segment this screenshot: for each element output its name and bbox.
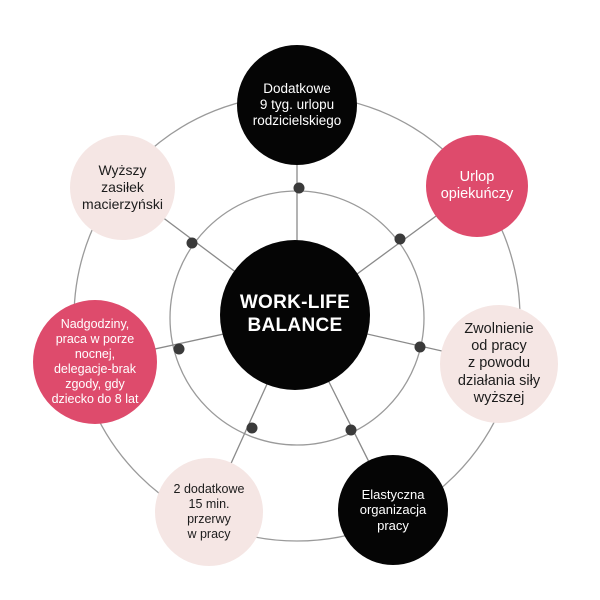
node-label: 2 dodatkowe 15 min. przerwy w pracy [173, 482, 245, 541]
node-overtime-consent: Nadgodziny, praca w porze nocnej, delega… [33, 300, 157, 424]
connector-dot-right [414, 341, 426, 353]
node-extra-breaks: 2 dodatkowe 15 min. przerwy w pracy [155, 458, 263, 566]
connector-dot-top [293, 182, 305, 194]
connector-dot-downr [345, 424, 357, 436]
center-node: WORK-LIFE BALANCE [220, 240, 370, 390]
node-label: Elastyczna organizacja pracy [359, 486, 427, 533]
node-flexible-work: Elastyczna organizacja pracy [338, 455, 448, 565]
center-title: WORK-LIFE BALANCE [239, 292, 351, 336]
node-carer-leave: Urlop opiekuńczy [426, 135, 528, 237]
connector-dot-downl [246, 422, 258, 434]
node-maternity-allowance: Wyższy zasiłek macierzyński [70, 135, 175, 240]
node-label: Urlop opiekuńczy [440, 168, 514, 202]
node-label: Wyższy zasiłek macierzyński [82, 162, 163, 212]
node-label: Zwolnienie od pracy z powodu działania s… [457, 320, 541, 407]
node-label: Nadgodziny, praca w porze nocnej, delega… [51, 317, 139, 406]
node-parental-leave: Dodatkowe 9 tyg. urlopu rodzicielskiego [237, 45, 357, 165]
connector-dot-left [173, 343, 185, 355]
connector-dot-upleft [186, 237, 198, 249]
node-label: Dodatkowe 9 tyg. urlopu rodzicielskiego [252, 80, 342, 129]
connector-dot-upright [394, 233, 406, 245]
node-force-majeure-leave: Zwolnienie od pracy z powodu działania s… [440, 305, 558, 423]
